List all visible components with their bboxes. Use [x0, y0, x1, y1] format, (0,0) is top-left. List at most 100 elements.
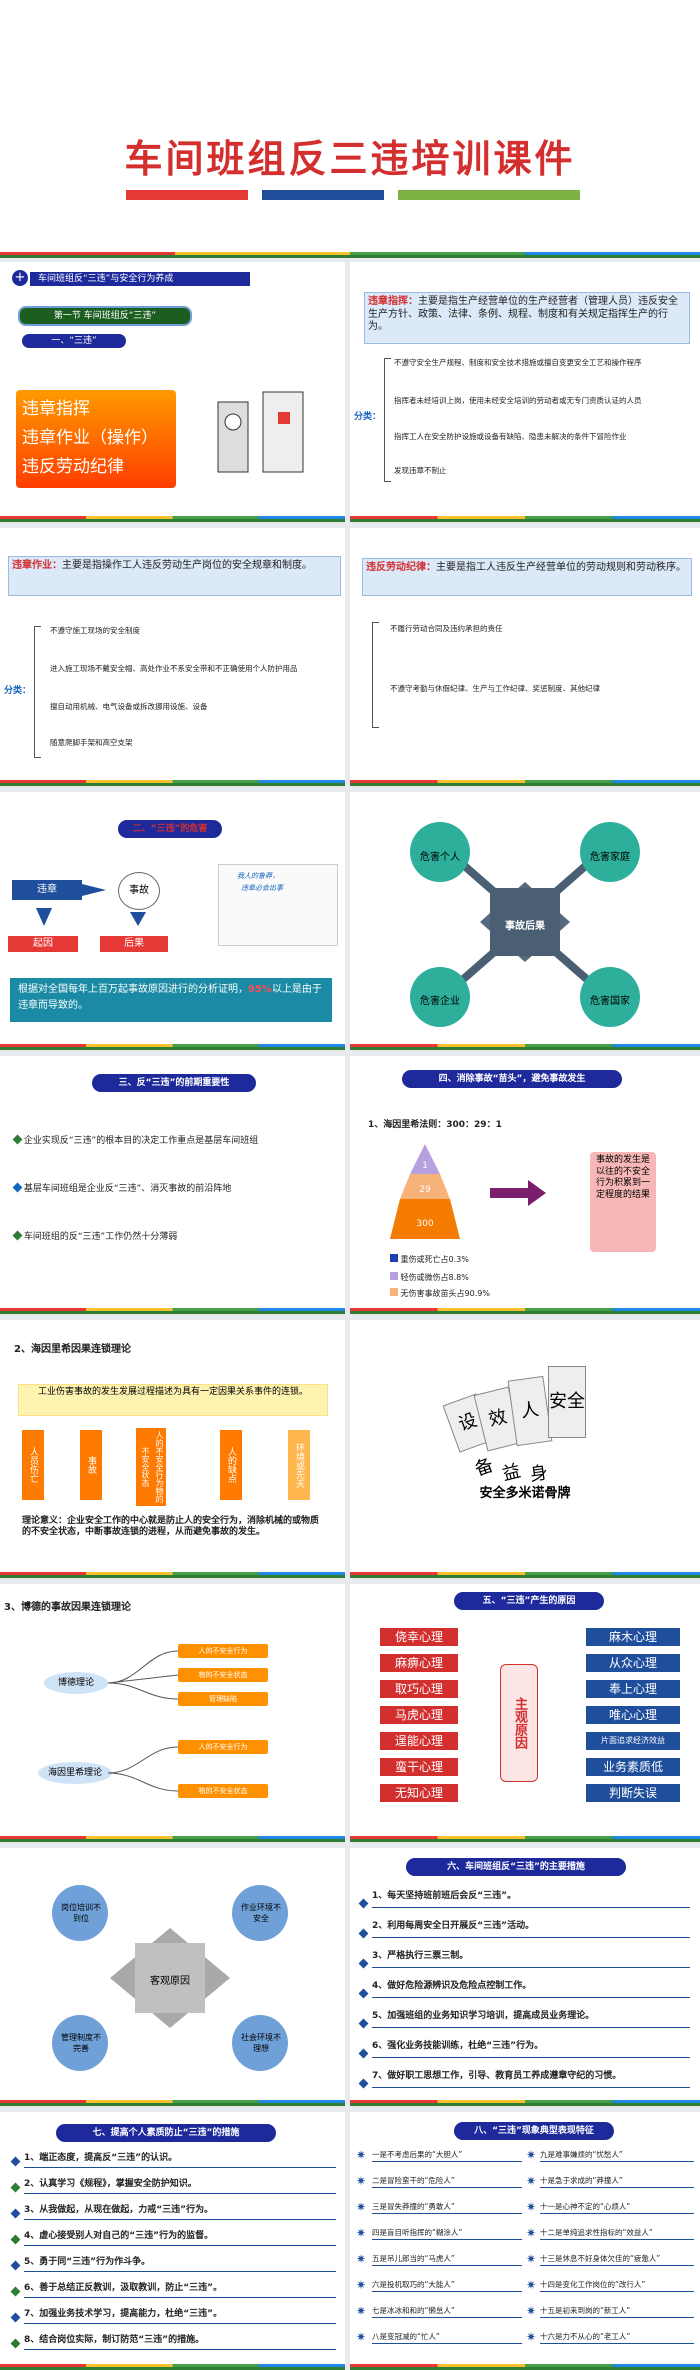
domino-tile: 安全	[548, 1366, 586, 1438]
star-icon: ✷	[526, 2200, 537, 2214]
feature-left: 三是冒失莽撞的“勇敢人”	[372, 2202, 522, 2214]
diamond-icon	[358, 2078, 369, 2089]
star-icon: ✷	[356, 2200, 367, 2214]
cause-left: 无知心理	[380, 1784, 458, 1802]
diamond-icon	[358, 1898, 369, 1909]
cause-item: 作业环境不安全	[241, 1903, 281, 1923]
legend-swatch	[390, 1288, 398, 1296]
section-pill: 二、“三违”的危害	[118, 820, 222, 838]
slide-personal-measures: 七、提高个人素质防止“三违”的措施 1、端正态度，提高反“三违”的认识。2、认真…	[0, 2112, 345, 2370]
law-title: 1、海因里希法则：300：29：1	[368, 1120, 502, 1130]
definition: 主要是指工人违反生产经营单位的劳动规则和劳动秩序。	[436, 562, 686, 573]
branch-box: 人的不安全行为	[178, 1644, 268, 1658]
heinrich-node: 海因里希理论	[38, 1762, 112, 1784]
cause-right: 从众心理	[586, 1654, 680, 1672]
stat-box: 根据对全国每年上百万起事故原因进行的分析证明，95%以上是由于违章而导致的。	[10, 978, 332, 1022]
feature-right: 十六是力不从心的“老工人”	[540, 2332, 694, 2344]
pyramid-label-1: 1	[422, 1161, 428, 1171]
feature-right: 十三是休息不好身体欠佳的“疲惫人”	[540, 2254, 694, 2266]
slide-bird-chain: 3、博德的事故因果连锁理论 博德理论 海因里希理论 人的不安全行为 物的不安全状…	[0, 1584, 345, 1842]
branch-box: 物的不安全状态	[178, 1668, 268, 1682]
slide-typical-features: 八、“三违”现象典型表现特征 ✷一是不考虑后果的“大胆人”✷二是冒险蛮干的“危险…	[350, 2112, 700, 2370]
diamond-icon	[10, 2286, 21, 2297]
cause-right: 麻木心理	[586, 1628, 680, 1646]
harm-individual: 危害个人	[420, 852, 460, 863]
slide-importance: 三、反“三违”的前期重要性 企业实现反“三违”的根本目的决定工作重点是基层车间班…	[0, 1056, 345, 1314]
branch-box: 管理缺陷	[178, 1692, 268, 1706]
cause-right: 业务素质低	[586, 1758, 680, 1776]
section-pill: 六、车间班组反“三违”的主要措施	[406, 1858, 626, 1876]
list-item: 不遵守考勤与休假纪律、生产与工作纪律、奖惩制度、其他纪律	[390, 684, 600, 693]
cartoon-bolt-illustration	[217, 391, 304, 473]
pyramid-chart: 1 29 300	[390, 1144, 460, 1239]
measure-item: 4、做好危险源辨识及危险点控制工作。	[372, 1980, 690, 1998]
item-3: 违反劳动纪律	[22, 457, 124, 477]
flow-arrow	[82, 884, 106, 896]
feature-right: 十是急于求成的“莽撞人”	[540, 2176, 694, 2188]
diamond-icon	[358, 2018, 369, 2029]
term: 违反劳动纪律：	[366, 562, 436, 573]
cause-item: 管理制度不完善	[61, 2033, 101, 2053]
section-pill: 四、消除事故“苗头”，避免事故发生	[402, 1070, 622, 1088]
cause-item: 社会环境不理想	[241, 2033, 281, 2053]
cause-left: 逞能心理	[380, 1732, 458, 1750]
feature-right: 十二是单纯追求性指标的“效益人”	[540, 2228, 694, 2240]
list-item: 不履行劳动合同及违约承担的责任	[390, 624, 503, 633]
slide-workshop-measures: 六、车间班组反“三违”的主要措施 1、每天坚持班前班后会反“三违”。2、利用每周…	[350, 1848, 700, 2106]
three-violations-box: 违章指挥 违章作业（操作） 违反劳动纪律	[16, 390, 176, 488]
definition: 主要是指操作工人违反劳动生产岗位的安全规章和制度。	[62, 560, 312, 571]
cause-right: 片面追求经济效益	[586, 1732, 680, 1750]
definition-box: 违章指挥：主要是指生产经营单位的生产经营者（管理人员）违反安全生产方针、政策、法…	[364, 292, 690, 344]
list-item: 指挥者未经培训上岗，使用未经安全培训的劳动者或无专门资质认证的人员	[394, 396, 642, 405]
star-icon: ✷	[356, 2252, 367, 2266]
slide-consequences: 事故后果 危害个人 危害家庭 危害企业 危害国家	[350, 792, 700, 1050]
diamond-icon	[12, 1134, 23, 1145]
center-label: 事故后果	[505, 921, 545, 932]
down-arrow	[36, 908, 52, 926]
brace	[34, 626, 41, 758]
section-pill: 三、反“三违”的前期重要性	[92, 1074, 256, 1092]
term: 违章指挥：	[368, 296, 418, 307]
measure-item: 1、每天坚持班前班后会反“三违”。	[372, 1890, 690, 1908]
feature-left: 二是冒险蛮干的“危险人”	[372, 2176, 522, 2188]
star-icon: ✷	[526, 2226, 537, 2240]
cause-right: 判断失误	[586, 1784, 680, 1802]
down-arrow	[130, 912, 146, 926]
diamond-icon	[12, 1182, 23, 1193]
caption: 安全多米诺骨牌	[479, 1486, 571, 1501]
diamond-icon	[10, 2260, 21, 2271]
measure-item: 6、善于总结正反教训，汲取教训，防止“三违”。	[24, 2282, 336, 2298]
diamond-icon	[10, 2156, 21, 2167]
title-slide: 车间班组反三违培训课件	[0, 0, 700, 258]
feature-left: 八是变冠减的“忙人”	[372, 2332, 522, 2344]
legend-swatch	[390, 1272, 398, 1280]
harm-country: 危害国家	[590, 996, 630, 1007]
center-box: 主观原因	[500, 1664, 538, 1782]
measure-item: 6、强化业务技能训练，杜绝“三违”行为。	[372, 2040, 690, 2058]
section-pill: 五、“三违”产生的原因	[454, 1592, 604, 1610]
star-icon: ✷	[356, 2278, 367, 2292]
list-item: 不遵守施工现场的安全制度	[50, 626, 140, 635]
diamond-icon	[12, 1230, 23, 1241]
diamond-icon	[10, 2338, 21, 2349]
list-item: 进入施工现场不戴安全帽、高处作业不系安全带和不正确使用个人防护用品	[50, 664, 298, 673]
diamond-icon	[358, 1988, 369, 1999]
title-bar-green	[398, 190, 580, 200]
list-item: 随意爬脚手架和高空支架	[50, 738, 133, 747]
chain-box: 环境或先天	[288, 1430, 310, 1500]
slide-domino: 设备 效益 人身 安全 安全多米诺骨牌	[350, 1320, 700, 1578]
feature-left: 四是盲目听指挥的“糊涂人”	[372, 2228, 522, 2240]
stat-text: 根据对全国每年上百万起事故原因进行的分析证明，	[18, 984, 248, 995]
cause-left: 马虎心理	[380, 1706, 458, 1724]
title-bar-blue	[262, 190, 384, 200]
measure-item: 5、加强班组的业务知识学习培训，提高成员业务理论。	[372, 2010, 690, 2028]
arrow-right	[490, 1188, 530, 1198]
star-icon: ✷	[526, 2330, 537, 2344]
page-title: 车间班组反三违培训课件	[124, 137, 576, 181]
pyramid-label-300: 300	[416, 1219, 433, 1229]
slide-causes-objective: 客观原因 岗位培训不到位 作业环境不安全 管理制度不完善 社会环境不理想	[0, 1848, 345, 2106]
intro-box: 工业伤害事故的发生发展过程描述为具有一定因果关系事件的连锁。	[18, 1384, 328, 1416]
feature-left: 一是不考虑后果的“大胆人”	[372, 2150, 522, 2162]
definition: 主要是指生产经营单位的生产经营者（管理人员）违反安全生产方针、政策、法律、条例、…	[368, 296, 678, 332]
list-item: 车间班组的反“三违”工作仍然十分薄弱	[12, 1230, 340, 1243]
